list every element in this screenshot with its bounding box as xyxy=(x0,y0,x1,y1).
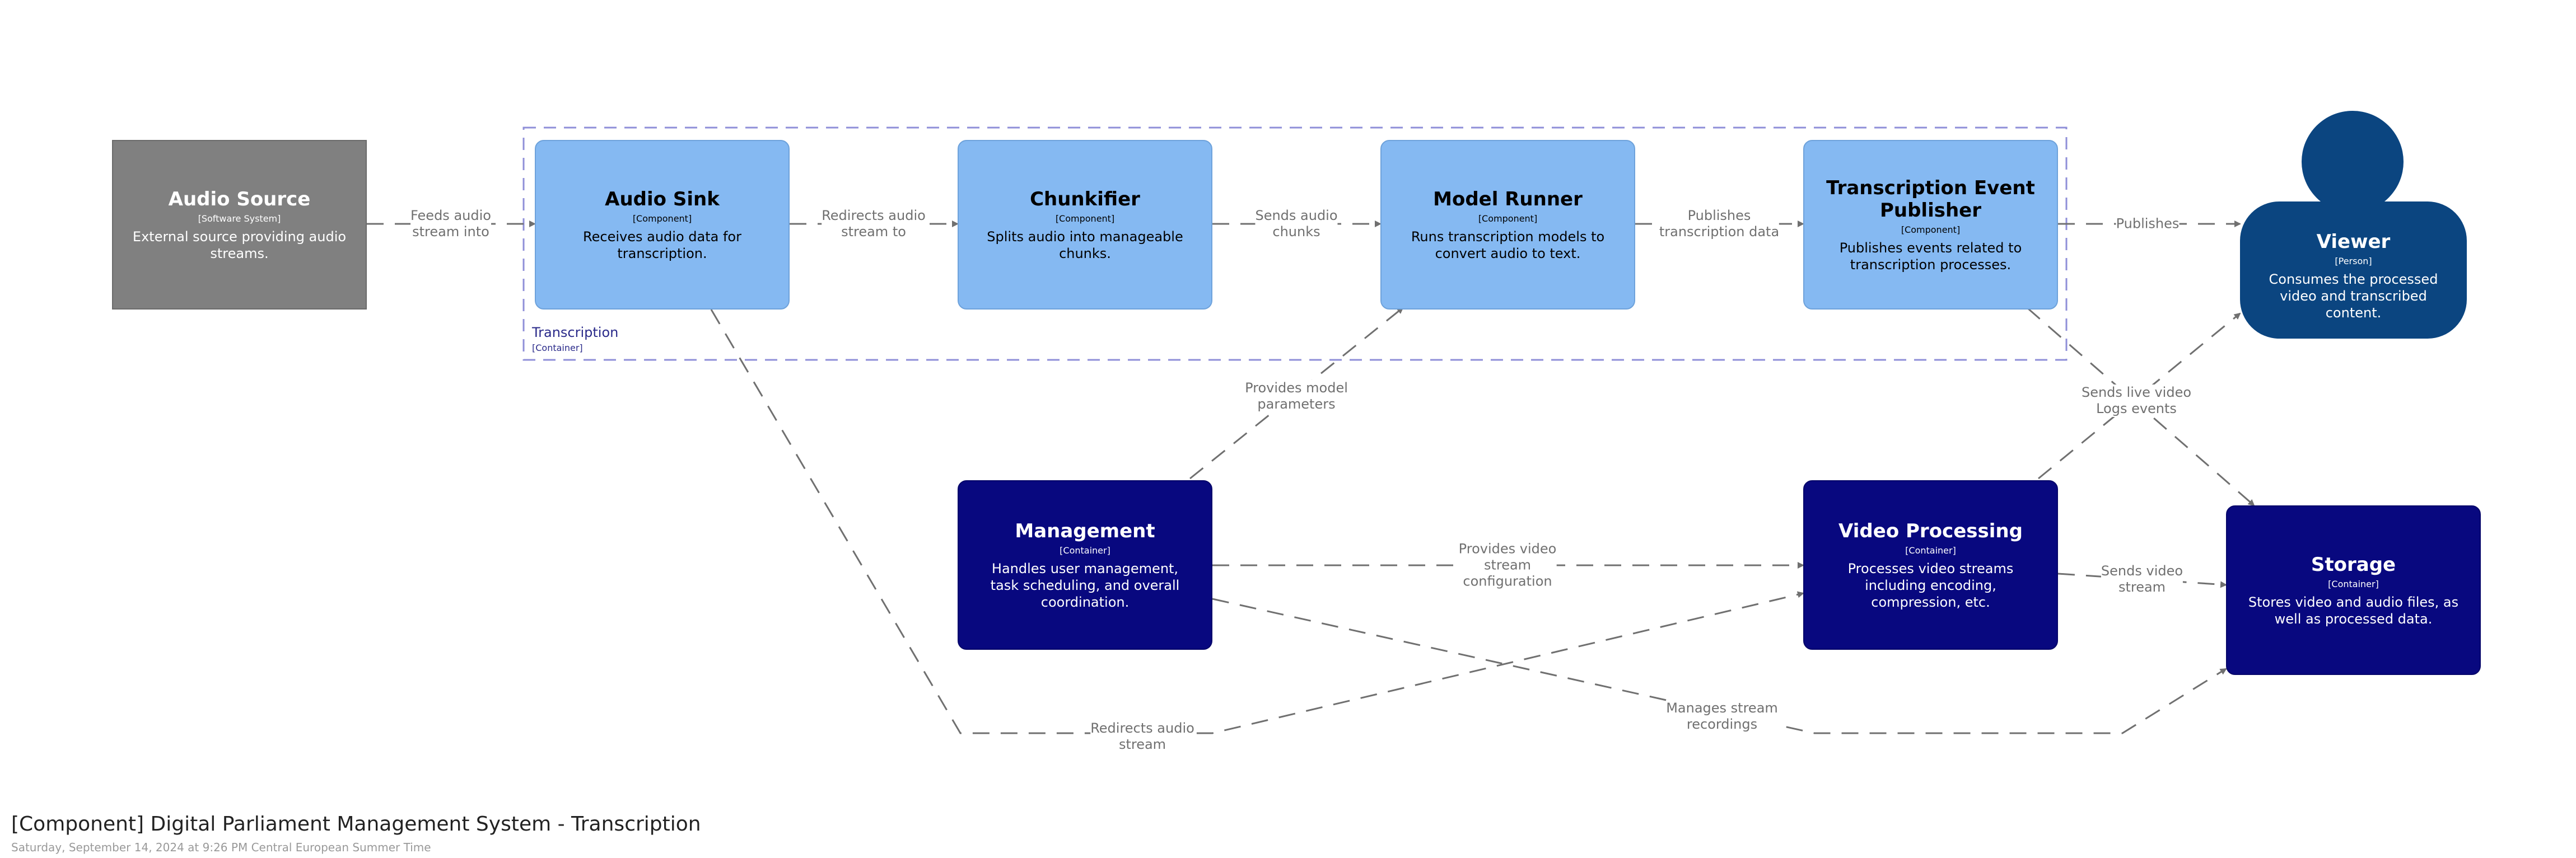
node-tag: [Software System] xyxy=(198,213,281,224)
node-name: Chunkifier xyxy=(1030,187,1140,210)
edge-model-params xyxy=(1189,307,1404,480)
node-name: Video Processing xyxy=(1838,519,2023,542)
node-tag: [Container] xyxy=(1905,545,1956,556)
node-desc: Publishes events related to transcriptio… xyxy=(1839,240,2022,273)
node-tag: [Container] xyxy=(2328,578,2379,589)
edge-manages-recordings xyxy=(1212,598,2227,734)
node-desc: Consumes the processed video and transcr… xyxy=(2269,271,2438,321)
node-name: Audio Sink xyxy=(605,187,720,210)
transcription-boundary xyxy=(522,126,2068,361)
node-desc: Receives audio data for transcription. xyxy=(583,228,741,261)
node-desc: Processes video streams including encodi… xyxy=(1847,560,2014,610)
node-name: Storage xyxy=(2311,553,2396,576)
diagram-timestamp: Saturday, September 14, 2024 at 9:26 PM … xyxy=(11,841,431,854)
edge-label-sends-chunks: Sends audio chunks xyxy=(1255,208,1338,240)
node-video-processing[interactable]: Video Processing [Container] Processes v… xyxy=(1803,480,2058,650)
node-tag: [Component] xyxy=(632,213,692,224)
node-viewer[interactable]: Viewer [Person] Consumes the processed v… xyxy=(2240,201,2467,339)
edge-label-feeds: Feeds audio stream into xyxy=(410,208,491,240)
edge-label-video-config: Provides video stream configuration xyxy=(1458,541,1557,590)
node-desc: Splits audio into manageable chunks. xyxy=(987,228,1183,261)
node-name: Viewer xyxy=(2316,230,2391,253)
boundary-tag: [Container] xyxy=(532,343,583,353)
node-chunkifier[interactable]: Chunkifier [Component] Splits audio into… xyxy=(958,140,1212,310)
boundary-label: Transcription xyxy=(532,325,619,340)
node-desc: Handles user management, task scheduling… xyxy=(990,560,1180,610)
node-tag: [Component] xyxy=(1478,213,1538,224)
node-tag: [Component] xyxy=(1901,224,1961,235)
person-head-icon xyxy=(2302,111,2404,213)
edge-label-publishes: Publishes xyxy=(2116,215,2180,232)
node-desc: External source providing audio streams. xyxy=(132,228,347,261)
node-desc: Stores video and audio files, as well as… xyxy=(2248,594,2459,627)
node-audio-source[interactable]: Audio Source [Software System] External … xyxy=(112,140,367,310)
edge-label-redirects-audio: Redirects audio stream xyxy=(1090,720,1194,753)
edge-label-redirects-to: Redirects audio stream to xyxy=(822,208,926,240)
node-audio-sink[interactable]: Audio Sink [Component] Receives audio da… xyxy=(535,140,790,310)
edge-redirects-audio xyxy=(710,309,1804,734)
node-transcription-event-publisher[interactable]: Transcription Event Publisher [Component… xyxy=(1803,140,2058,310)
edge-live-logs xyxy=(2038,312,2241,480)
node-tag: [Person] xyxy=(2335,255,2372,266)
edge-label-live-logs: Sends live video Logs events xyxy=(2081,385,2192,417)
node-name: Transcription Event Publisher xyxy=(1826,176,2035,222)
node-name: Audio Source xyxy=(168,187,311,210)
node-storage[interactable]: Storage [Container] Stores video and aud… xyxy=(2226,505,2481,675)
node-tag: [Component] xyxy=(1055,213,1115,224)
node-model-runner[interactable]: Model Runner [Component] Runs transcript… xyxy=(1380,140,1635,310)
edge-label-publishes-data: Publishes transcription data xyxy=(1659,208,1780,240)
edge-label-manages-recordings: Manages stream recordings xyxy=(1666,700,1778,733)
node-management[interactable]: Management [Container] Handles user mana… xyxy=(958,480,1212,650)
node-name: Model Runner xyxy=(1433,187,1583,210)
diagram-title: [Component] Digital Parliament Managemen… xyxy=(11,813,701,836)
node-desc: Runs transcription models to convert aud… xyxy=(1411,228,1605,261)
node-tag: [Container] xyxy=(1060,545,1110,556)
node-name: Management xyxy=(1015,519,1155,542)
edge-label-model-params: Provides model parameters xyxy=(1245,380,1348,412)
edge-label-sends-video: Sends video stream xyxy=(2101,563,2183,596)
